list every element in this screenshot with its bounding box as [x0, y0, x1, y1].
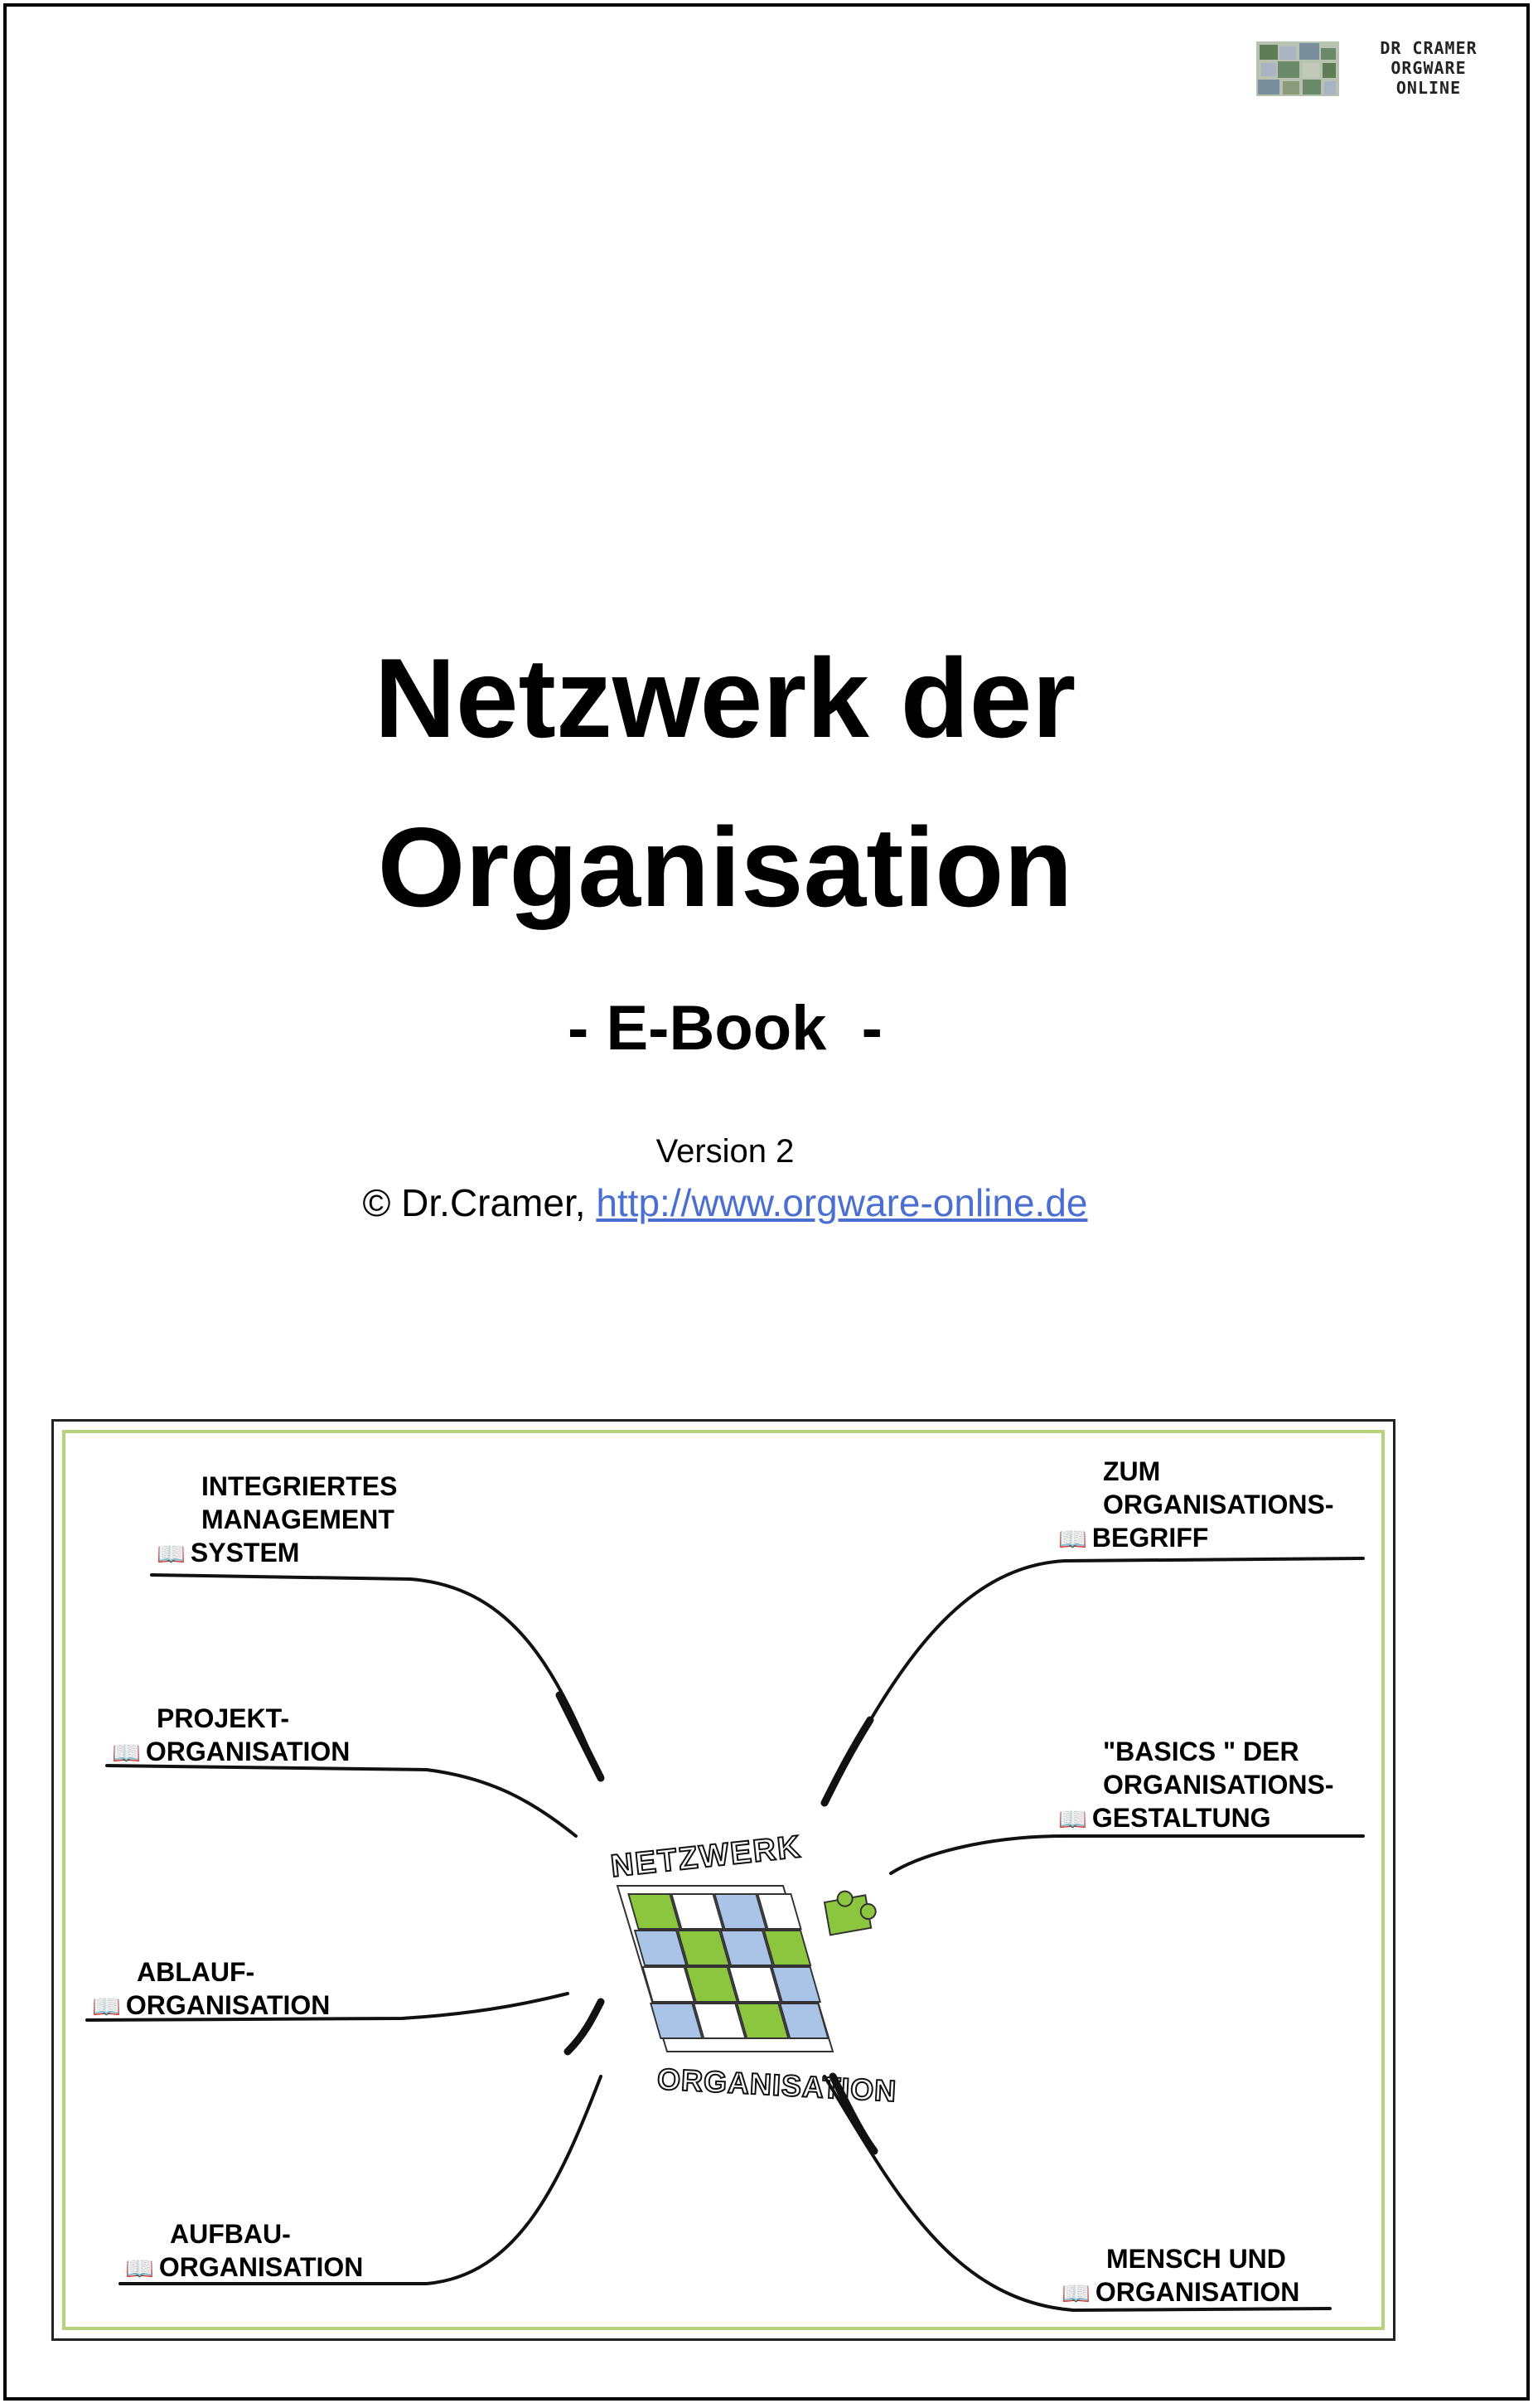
node-basics-organisationsgestaltung[interactable]: "BASICS " DER ORGANISATIONS- 📖GESTALTUNG	[1058, 1735, 1334, 1836]
node-line: MANAGEMENT	[201, 1504, 394, 1534]
book-icon: 📖	[125, 2255, 154, 2281]
logo-line: ONLINE	[1395, 78, 1462, 98]
node-line: ORGANISATIONS-	[1103, 1490, 1334, 1519]
center-puzzle-icon	[616, 1885, 877, 2052]
book-title-line-1: Netzwerk der	[374, 635, 1076, 761]
node-projekt-organisation[interactable]: PROJEKT- 📖ORGANISATION	[112, 1702, 350, 1770]
node-line: MENSCH UND	[1106, 2244, 1286, 2274]
node-line: ZUM	[1103, 1456, 1161, 1486]
branch-aufbau	[118, 2075, 602, 2285]
node-line: GESTALTUNG	[1091, 1803, 1271, 1833]
version-text: Version 2	[655, 1133, 795, 1170]
node-mensch-und-organisation[interactable]: MENSCH UND 📖ORGANISATION	[1062, 2242, 1299, 2310]
logo-line: DR CRAMER	[1380, 38, 1478, 58]
node-zum-organisationsbegriff[interactable]: ZUM ORGANISATIONS- 📖BEGRIFF	[1058, 1455, 1334, 1556]
mind-map: NETZWERK ORGANISATION INTEGRIERTES MANAG…	[51, 1419, 1395, 2341]
node-line: SYSTEM	[190, 1538, 300, 1567]
book-icon: 📖	[157, 1541, 186, 1567]
node-line: ORGANISATION	[145, 1737, 351, 1766]
book-icon: 📖	[1058, 1806, 1087, 1832]
node-integriertes-management-system[interactable]: INTEGRIERTES MANAGEMENT 📖SYSTEM	[157, 1470, 398, 1571]
copyright-prefix: © Dr.Cramer,	[362, 1181, 597, 1224]
book-icon: 📖	[112, 1740, 141, 1766]
book-icon: 📖	[1062, 2280, 1091, 2306]
center-title-top: NETZWERK	[609, 1829, 803, 1884]
node-line: PROJEKT-	[157, 1703, 290, 1733]
node-line: AUFBAU-	[170, 2219, 291, 2249]
node-line: BEGRIFF	[1091, 1523, 1209, 1553]
center-title-bottom: ORGANISATION	[656, 2062, 897, 2108]
branch-ablauf	[85, 1992, 569, 2022]
copyright-line: © Dr.Cramer, http://www.orgware-online.d…	[0, 1179, 1450, 1227]
book-icon: 📖	[92, 1994, 121, 2019]
logo-line: ORGWARE	[1390, 58, 1467, 78]
node-line: ORGANISATION	[158, 2252, 364, 2282]
website-link[interactable]: http://www.orgware-online.de	[596, 1181, 1088, 1224]
book-subtitle: - E-Book -	[568, 993, 883, 1063]
logo-mosaic-icon	[1256, 41, 1339, 96]
branch-basics	[889, 1834, 1365, 1875]
dr-cramer-logo: DR CRAMER ORGWARE ONLINE	[1256, 38, 1505, 103]
node-line: INTEGRIERTES	[201, 1471, 398, 1501]
node-line: ABLAUF-	[137, 1957, 255, 1987]
node-line: ORGANISATIONS-	[1103, 1770, 1334, 1800]
branch-projekt	[105, 1764, 578, 1838]
node-line: "BASICS " DER	[1103, 1737, 1299, 1766]
node-ablauf-organisation[interactable]: ABLAUF- 📖ORGANISATION	[92, 1955, 330, 2023]
book-title-line-2: Organisation	[377, 804, 1073, 930]
logo-text: DR CRAMER ORGWARE ONLINE	[1352, 38, 1505, 98]
node-line: ORGANISATION	[125, 1990, 331, 2020]
mind-map-inner-border	[62, 1430, 1385, 2330]
book-icon: 📖	[1058, 1526, 1087, 1552]
page-frame	[3, 3, 1530, 2401]
mind-map-branches: NETZWERK ORGANISATION	[85, 1557, 1365, 2313]
node-line: ORGANISATION	[1095, 2277, 1300, 2307]
node-aufbau-organisation[interactable]: AUFBAU- 📖ORGANISATION	[125, 2217, 363, 2285]
